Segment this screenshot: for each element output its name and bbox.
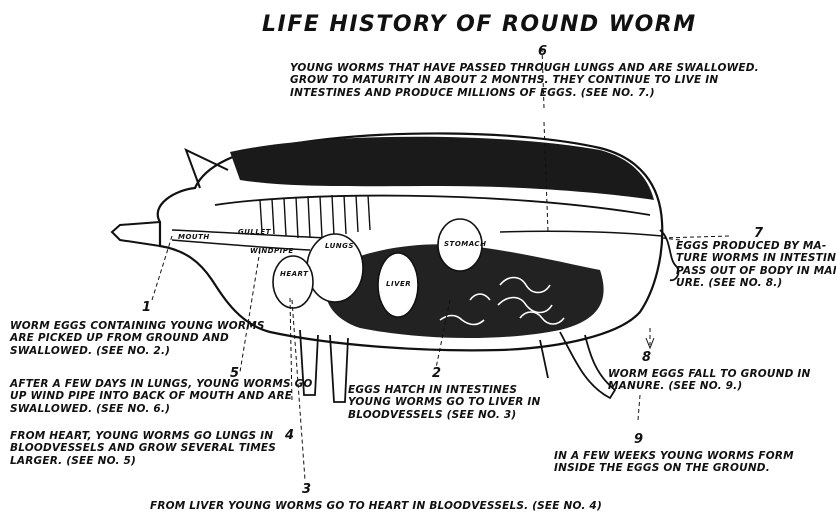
step-9-number: 9 [634, 432, 643, 447]
step-4-line: From heart, young worms go lungs in [10, 430, 276, 442]
step-9-line: In a few weeks young worms form [554, 450, 794, 462]
step-4-caption: From heart, young worms go lungs in bloo… [10, 430, 276, 467]
step-5-line: swallowed. (See No. 6.) [10, 403, 313, 415]
pig-ear [186, 150, 228, 188]
label-liver: Liver [386, 280, 411, 288]
step-1-line: swallowed. (See No. 2.) [10, 345, 265, 357]
heart-organ [273, 256, 313, 308]
step-2-line: bloodvessels (See No. 3) [348, 409, 540, 421]
step-1-caption: Worm eggs containing young worms are pic… [10, 320, 265, 357]
step-2-line: young worms go to liver in [348, 396, 540, 408]
step-9-caption: In a few weeks young worms form inside t… [554, 450, 794, 475]
step-7-caption: Eggs produced by ma- ture worms in intes… [676, 240, 836, 290]
step-6-line: Grow to maturity in about 2 months. They… [290, 74, 759, 86]
step-9-line: inside the eggs on the ground. [554, 462, 794, 474]
step-7-line: ture worms in intestines, [676, 252, 836, 264]
step-2-caption: Eggs hatch in intestines young worms go … [348, 384, 540, 421]
step-8-line: Worm eggs fall to ground in [608, 368, 810, 380]
step-8-caption: Worm eggs fall to ground in manure. (See… [608, 368, 810, 393]
label-gullet: Gullet [238, 228, 271, 236]
step-6-line: intestines and produce millions of eggs.… [290, 87, 759, 99]
step-7-line: Eggs produced by ma- [676, 240, 836, 252]
step-1-line: are picked up from ground and [10, 332, 265, 344]
step-2-number: 2 [432, 366, 441, 381]
label-stomach: Stomach [444, 240, 486, 248]
label-mouth: Mouth [178, 233, 210, 241]
step-8-line: manure. (See No. 9.) [608, 380, 810, 392]
step-7-line: pass out of body in man- [676, 265, 836, 277]
step-4-number: 4 [285, 428, 294, 443]
step-1-line: Worm eggs containing young worms [10, 320, 265, 332]
front-leg-2 [330, 335, 348, 402]
step-4-line: larger. (See No. 5) [10, 455, 276, 467]
step-4-line: bloodvessels and grow several times [10, 442, 276, 454]
step-5-line: After a few days in lungs, young worms g… [10, 378, 313, 390]
step-3-caption: From liver young worms go to heart in bl… [150, 500, 602, 512]
step-5-caption: After a few days in lungs, young worms g… [10, 378, 313, 415]
step-6-line: Young worms that have passed through lun… [290, 62, 759, 74]
step-3-line: From liver young worms go to heart in bl… [150, 500, 602, 512]
diagram-title: Life History of Round Worm [262, 12, 697, 38]
step-3-number: 3 [302, 482, 311, 497]
step-6-caption: Young worms that have passed through lun… [290, 62, 759, 99]
rectum-line [500, 231, 662, 236]
step-6-number: 6 [538, 44, 547, 59]
label-heart: Heart [280, 270, 308, 278]
step-2-line: Eggs hatch in intestines [348, 384, 540, 396]
step-8-number: 8 [642, 350, 651, 365]
step-7-line: ure. (See No. 8.) [676, 277, 836, 289]
spine [215, 196, 650, 215]
step-5-line: up wind pipe into back of mouth and are [10, 390, 313, 402]
ribs [260, 195, 370, 238]
label-windpipe: Windpipe [250, 247, 294, 255]
label-lungs: Lungs [325, 242, 354, 250]
step-1-number: 1 [142, 300, 151, 315]
pig-snout [112, 222, 160, 246]
